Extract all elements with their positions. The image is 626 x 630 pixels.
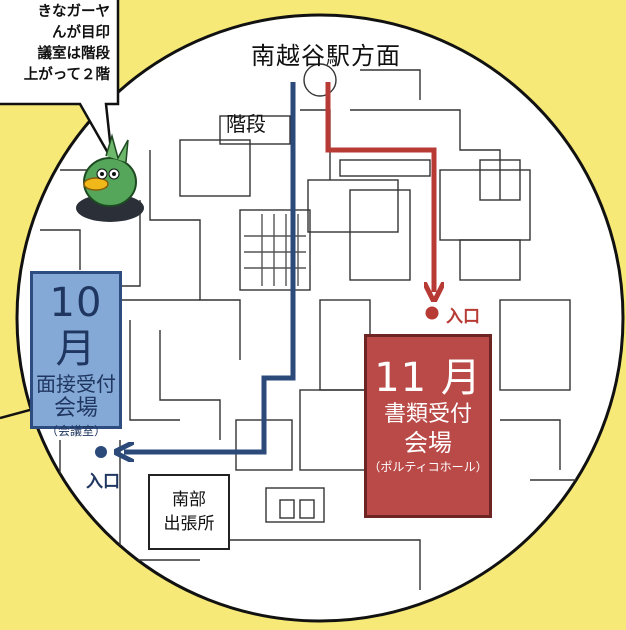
november-line2: 会場	[404, 429, 452, 457]
stairs-label: 階段	[226, 112, 266, 136]
entrance-label-left: 入口	[86, 472, 120, 492]
speech-line: 議室は階段	[37, 46, 111, 62]
october-line3: （会議室）	[45, 424, 106, 438]
entrance-label-right: 入口	[446, 307, 480, 327]
entrance-dot-blue	[95, 446, 107, 458]
november-line3: （ポルティコホール）	[368, 460, 488, 474]
speech-line: きなガーヤ	[37, 4, 111, 20]
south-office-box: 南部 出張所	[148, 474, 230, 550]
speech-bubble-text: きなガーヤ んが目印 議室は階段 上がって２階	[0, 0, 116, 104]
south-office-line2: 出張所	[163, 514, 215, 534]
speech-line: 上がって２階	[23, 67, 110, 83]
entrance-dot-red	[425, 306, 439, 320]
route-red	[325, 82, 434, 292]
station-direction-label: 南越谷駅方面	[251, 42, 401, 70]
speech-bubble	[0, 0, 120, 161]
november-month: 11 月	[374, 355, 482, 401]
october-month: 10 月	[49, 280, 103, 372]
south-office-line1: 南部	[172, 490, 206, 510]
route-blue	[124, 82, 296, 452]
october-line1: 面接受付	[36, 372, 116, 396]
october-line2: 会場	[53, 396, 98, 421]
october-venue-box: 10 月 面接受付 会場 （会議室）	[30, 271, 122, 438]
mascot-icon	[76, 133, 144, 222]
november-line1: 書類受付	[383, 402, 472, 427]
november-venue-box: 11 月 書類受付 会場 （ポルティコホール）	[364, 334, 492, 518]
speech-line: んが目印	[52, 25, 110, 41]
